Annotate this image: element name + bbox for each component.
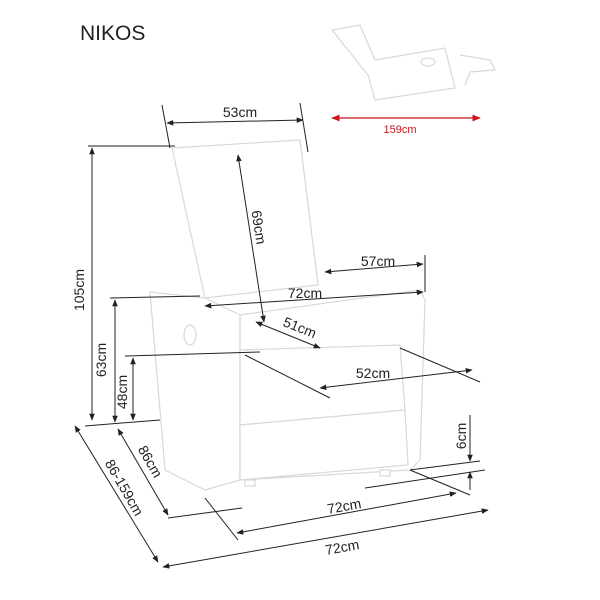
reclined-length-label: 159cm <box>383 124 416 136</box>
total-width-label: 72cm <box>324 536 360 558</box>
width-top-label: 72cm <box>288 285 322 301</box>
product-title: NIKOS <box>80 22 145 45</box>
ground-clearance-label: 6cm <box>453 423 469 449</box>
total-height-label: 105cm <box>71 269 87 311</box>
back-height-label: 69cm <box>248 209 269 245</box>
seat-width-label: 52cm <box>356 365 390 381</box>
base-width-label: 72cm <box>326 495 362 517</box>
dimension-lines <box>74 102 489 569</box>
depth-reclined-label: 86-159cm <box>102 457 147 519</box>
reclined-chair-inset <box>330 24 496 101</box>
armrest-height-label: 63cm <box>93 343 109 377</box>
seat-height-label: 48cm <box>114 375 130 409</box>
depth-label: 86cm <box>135 443 166 481</box>
armrest-depth-label: 57cm <box>361 253 395 269</box>
back-width-label: 53cm <box>223 104 257 120</box>
